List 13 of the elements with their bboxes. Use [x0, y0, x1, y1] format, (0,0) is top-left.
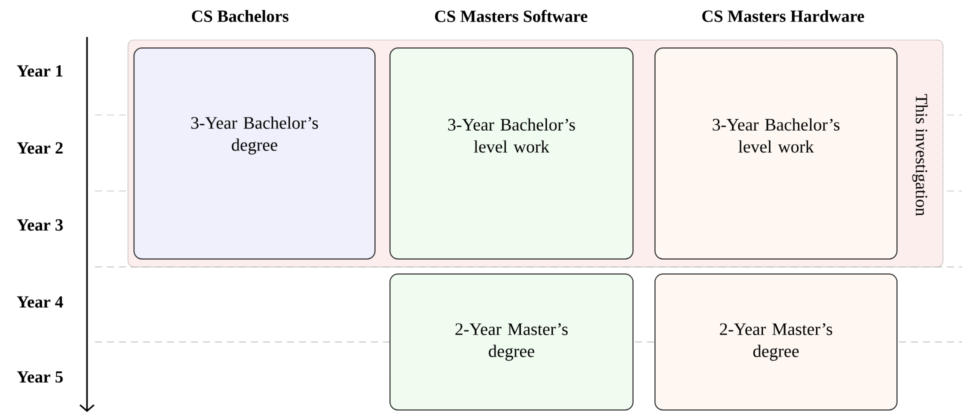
program-box: 2-Year Master’s degree	[390, 274, 634, 410]
column-heading: CS Masters Hardware	[702, 10, 864, 22]
program-box: 3-Year Bachelor’s degree	[134, 48, 376, 260]
program-box: 3-Year Bachelor’s level work	[390, 48, 634, 260]
year-label: Year 5	[16, 371, 63, 383]
column-heading: CS Bachelors	[192, 10, 288, 22]
year-label: Year 1	[16, 65, 62, 77]
program-box: 3-Year Bachelor’s level work	[654, 48, 898, 260]
year-label: Year 2	[16, 142, 63, 154]
year-label: Year 3	[16, 219, 63, 231]
program-box: 2-Year Master’s degree	[654, 274, 898, 410]
column-heading: CS Masters Software	[435, 10, 588, 22]
year-label: Year 4	[16, 296, 64, 308]
